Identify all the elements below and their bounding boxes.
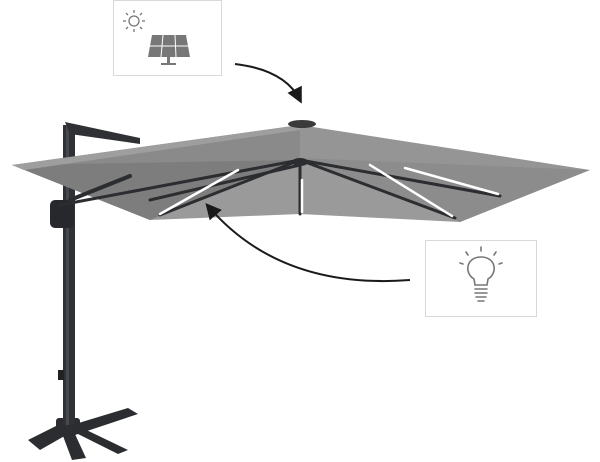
sun-icon: [123, 10, 145, 32]
led-ribs: [58, 158, 502, 220]
led-feature-badge: [425, 240, 537, 317]
light-bulb-icon: [459, 246, 503, 302]
solar-panel-icon: [148, 34, 190, 65]
arrow-to-led-ribs: [205, 202, 411, 283]
solar-feature-badge: [113, 0, 222, 76]
arrow-to-solar-panel: [234, 63, 302, 104]
umbrella-base: [28, 408, 138, 460]
